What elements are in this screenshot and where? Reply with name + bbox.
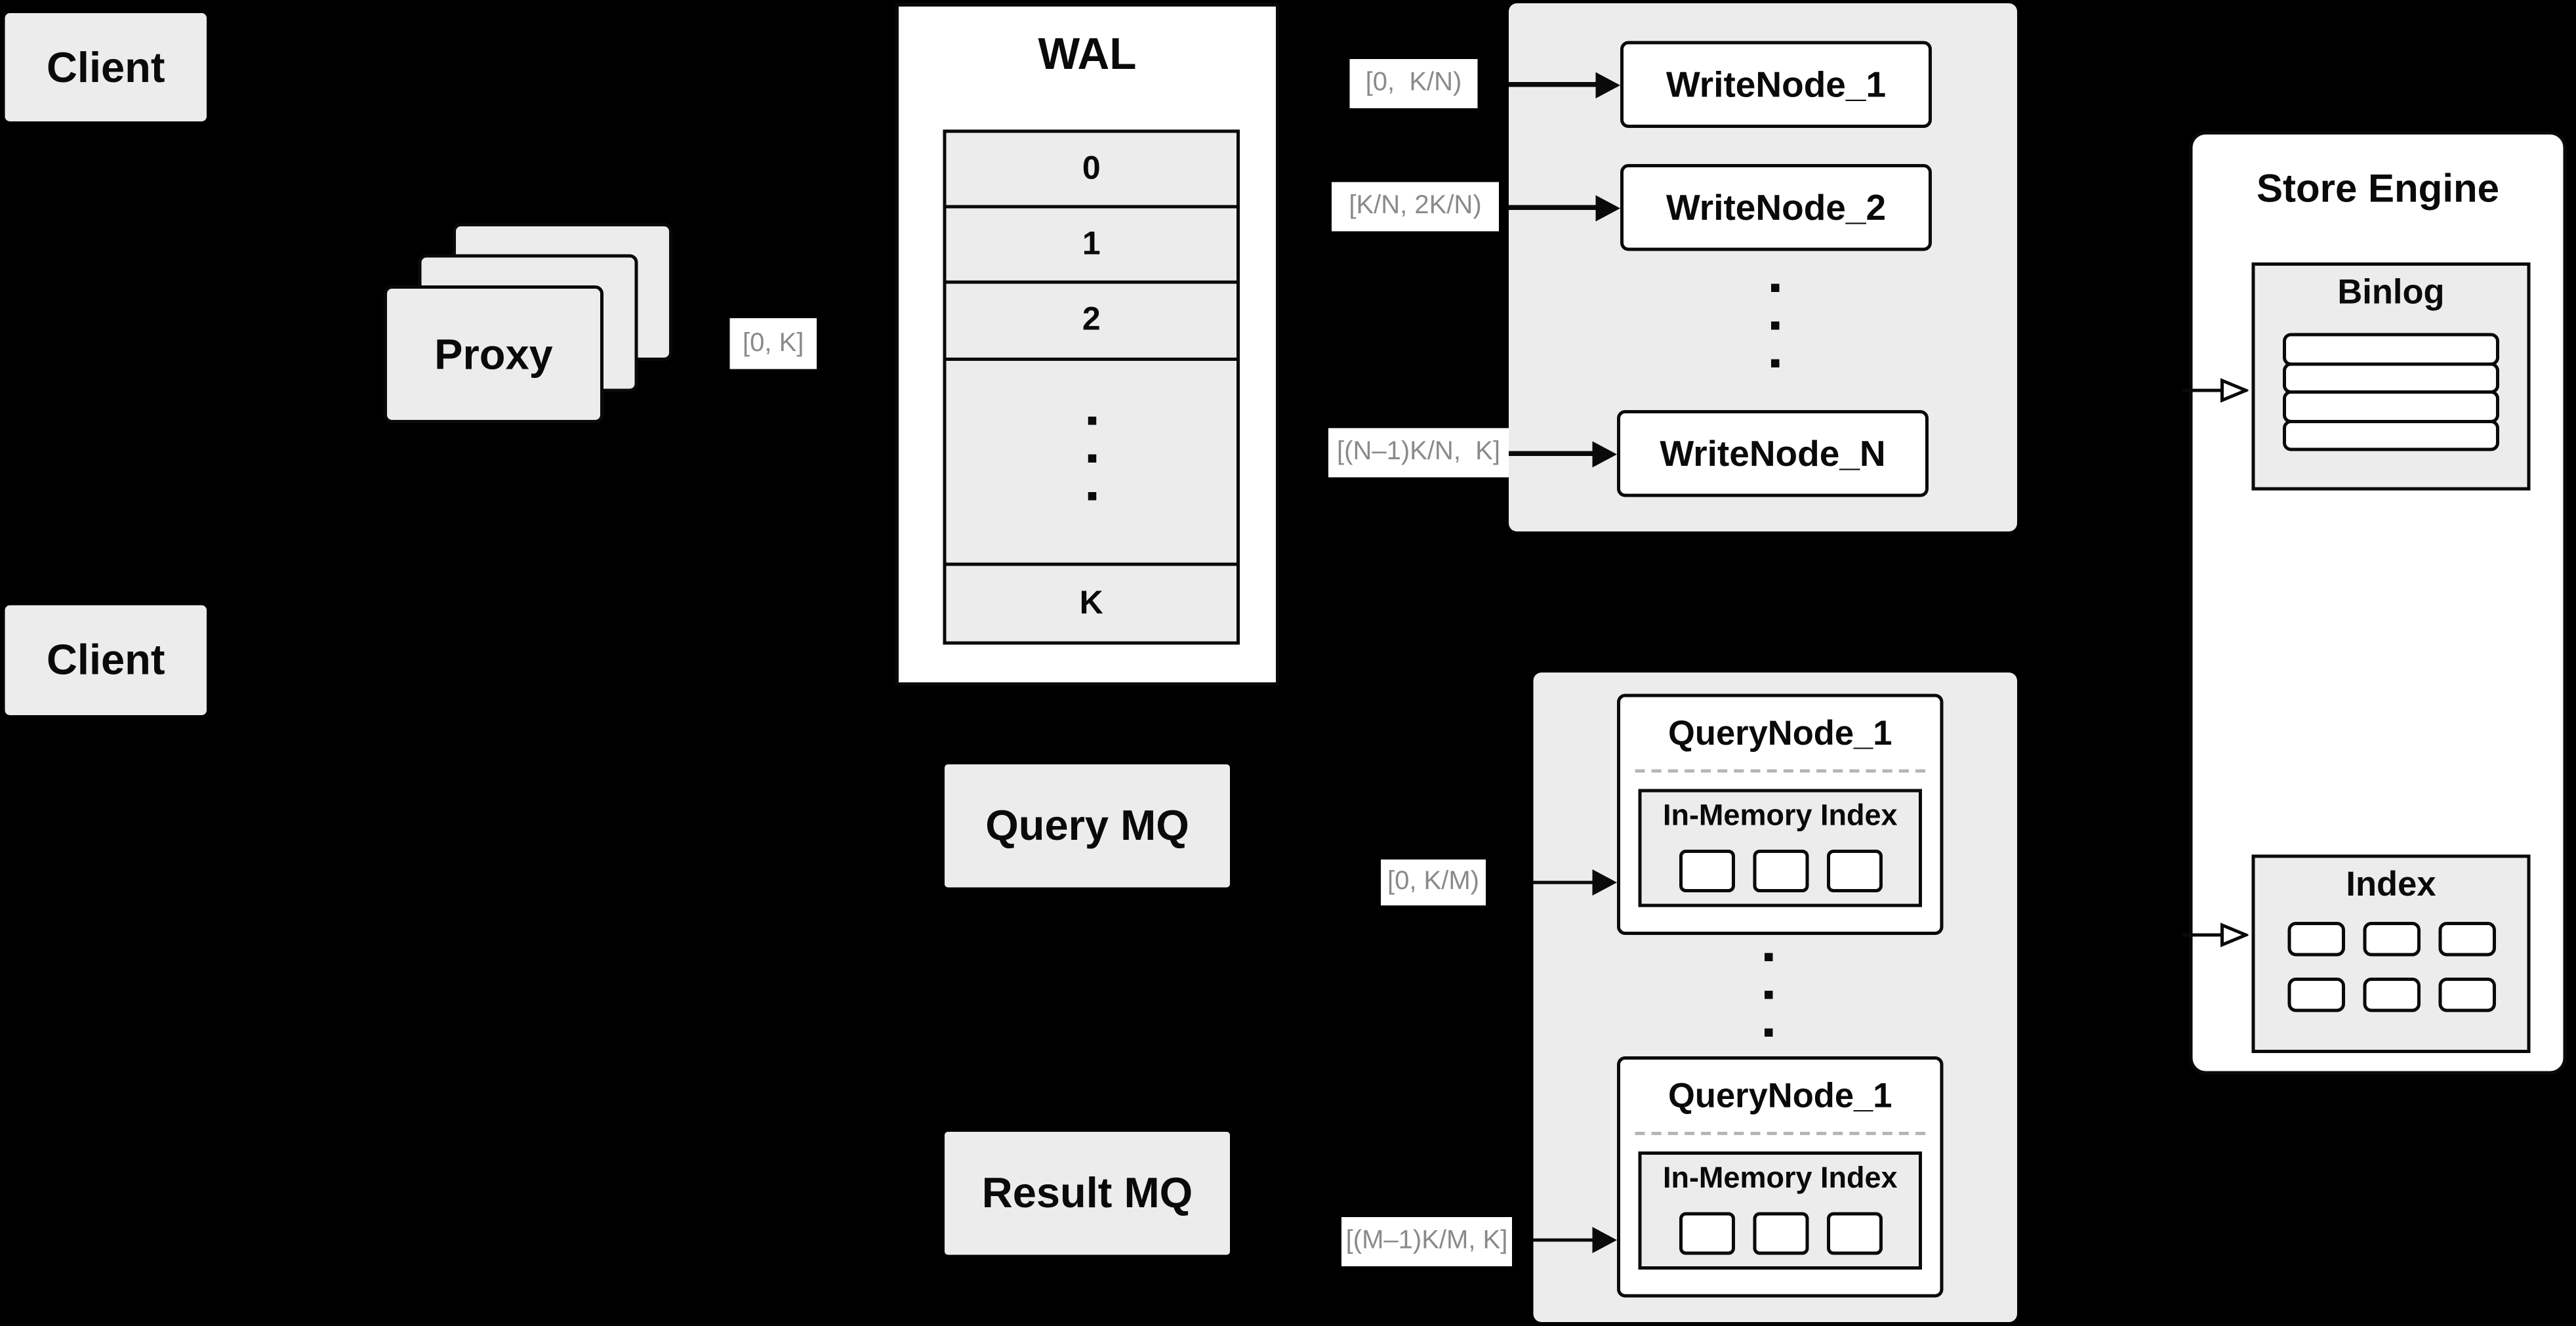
range-label-writenode-n: [(N–1)K/N, K] (1328, 428, 1509, 478)
range-label-proxy-to-wal: [0, K] (729, 318, 817, 369)
store-engine-box: Store Engine Binlog Index (2189, 131, 2567, 1075)
wal-ellipsis-row: ... (946, 361, 1237, 566)
arrow-to-writenode-n (1509, 440, 1617, 467)
index-cells (2255, 922, 2527, 1012)
arrowhead-icon (1595, 194, 1620, 221)
wal-segment-table: 0 1 2 ... K (943, 129, 1240, 645)
index-cell (2287, 978, 2344, 1012)
open-arrowhead-icon (2220, 922, 2249, 947)
proxy-card-front: Proxy (384, 285, 603, 423)
client-bottom-label: Client (46, 634, 165, 684)
arrow-to-index (2182, 922, 2249, 947)
write-node-n-label: WriteNode_N (1660, 432, 1886, 474)
arrowhead-icon (1592, 1227, 1617, 1254)
memory-segment-cells (1642, 850, 1919, 892)
wal-segment-row: K (946, 566, 1237, 642)
binlog-rows (2283, 333, 2499, 451)
vertical-ellipsis-icon: ... (1087, 417, 1095, 501)
index-cell (2287, 922, 2344, 957)
client-box-top: Client (5, 13, 207, 121)
dashed-separator (1635, 769, 1925, 773)
memory-segment (1678, 1212, 1734, 1255)
wal-segment-row: 2 (946, 283, 1237, 361)
binlog-row (2283, 390, 2499, 423)
range-label-writenode-2: [K/N, 2K/N) (1332, 182, 1499, 232)
wal-segment-k: K (1079, 585, 1103, 621)
wal-segment-2: 2 (1082, 302, 1101, 338)
client-box-bottom: Client (5, 605, 207, 715)
in-memory-index-title: In-Memory Index (1662, 798, 1898, 832)
arrowhead-icon (1595, 71, 1620, 98)
arrow-to-binlog (2182, 378, 2249, 403)
proxy-label: Proxy (434, 329, 553, 379)
write-node-2-box: WriteNode_2 (1620, 164, 1932, 251)
query-node-bottom-box: QueryNode_1 In-Memory Index (1617, 1056, 1944, 1298)
memory-segment (1826, 1212, 1882, 1255)
write-node-2-label: WriteNode_2 (1666, 186, 1887, 228)
binlog-box: Binlog (2251, 262, 2531, 491)
arrow-to-querynode-top (1533, 869, 1617, 896)
wal-segment-1: 1 (1082, 225, 1101, 262)
result-mq-label: Result MQ (981, 1168, 1193, 1217)
dashed-separator (1635, 1132, 1925, 1135)
arrowhead-icon (1592, 440, 1617, 467)
query-node-top-title: QueryNode_1 (1668, 715, 1892, 753)
memory-segment (1826, 850, 1882, 892)
in-memory-index-box: In-Memory Index (1638, 1151, 1922, 1270)
query-node-bottom-title: QueryNode_1 (1668, 1077, 1892, 1116)
wal-segment-0: 0 (1082, 150, 1101, 186)
wal-box: WAL 0 1 2 ... K (895, 3, 1279, 686)
wal-segment-row: 0 (946, 133, 1237, 209)
vertical-ellipsis-icon: ... (1765, 953, 1773, 1037)
index-box: Index (2251, 854, 2531, 1053)
range-label-querynode-top: [0, K/M) (1381, 860, 1486, 905)
wal-segment-row: 1 (946, 208, 1237, 284)
arrow-to-querynode-bottom (1533, 1227, 1617, 1254)
write-node-1-label: WriteNode_1 (1666, 63, 1887, 104)
vertical-ellipsis-icon: ... (1771, 283, 1780, 367)
binlog-row (2283, 419, 2499, 451)
memory-segment-cells (1642, 1212, 1919, 1255)
in-memory-index-box: In-Memory Index (1638, 789, 1922, 907)
query-node-top-box: QueryNode_1 In-Memory Index (1617, 694, 1944, 935)
write-node-n-box: WriteNode_N (1617, 410, 1929, 497)
query-mq-box: Query MQ (945, 764, 1230, 888)
binlog-row (2283, 362, 2499, 394)
index-title: Index (2346, 866, 2436, 904)
query-mq-label: Query MQ (985, 800, 1189, 850)
open-arrowhead-icon (2220, 378, 2249, 403)
memory-segment (1752, 850, 1809, 892)
store-engine-title: Store Engine (2256, 167, 2500, 212)
wal-title: WAL (1038, 30, 1137, 79)
in-memory-index-title: In-Memory Index (1662, 1161, 1898, 1194)
index-cell (2362, 922, 2420, 957)
write-node-1-box: WriteNode_1 (1620, 41, 1932, 128)
result-mq-box: Result MQ (945, 1132, 1230, 1255)
arrowhead-icon (1592, 869, 1617, 896)
index-cell (2438, 978, 2495, 1012)
range-label-querynode-bottom: [(M–1)K/M, K] (1341, 1217, 1512, 1266)
range-label-writenode-1: [0, K/N) (1349, 59, 1478, 108)
memory-segment (1678, 850, 1734, 892)
client-top-label: Client (46, 41, 165, 91)
binlog-row (2283, 333, 2499, 365)
arrow-to-writenode-1 (1509, 71, 1620, 98)
binlog-title: Binlog (2337, 274, 2445, 312)
memory-segment (1752, 1212, 1809, 1255)
arrow-to-writenode-2 (1509, 194, 1620, 221)
index-cell (2438, 922, 2495, 957)
index-cell (2362, 978, 2420, 1012)
